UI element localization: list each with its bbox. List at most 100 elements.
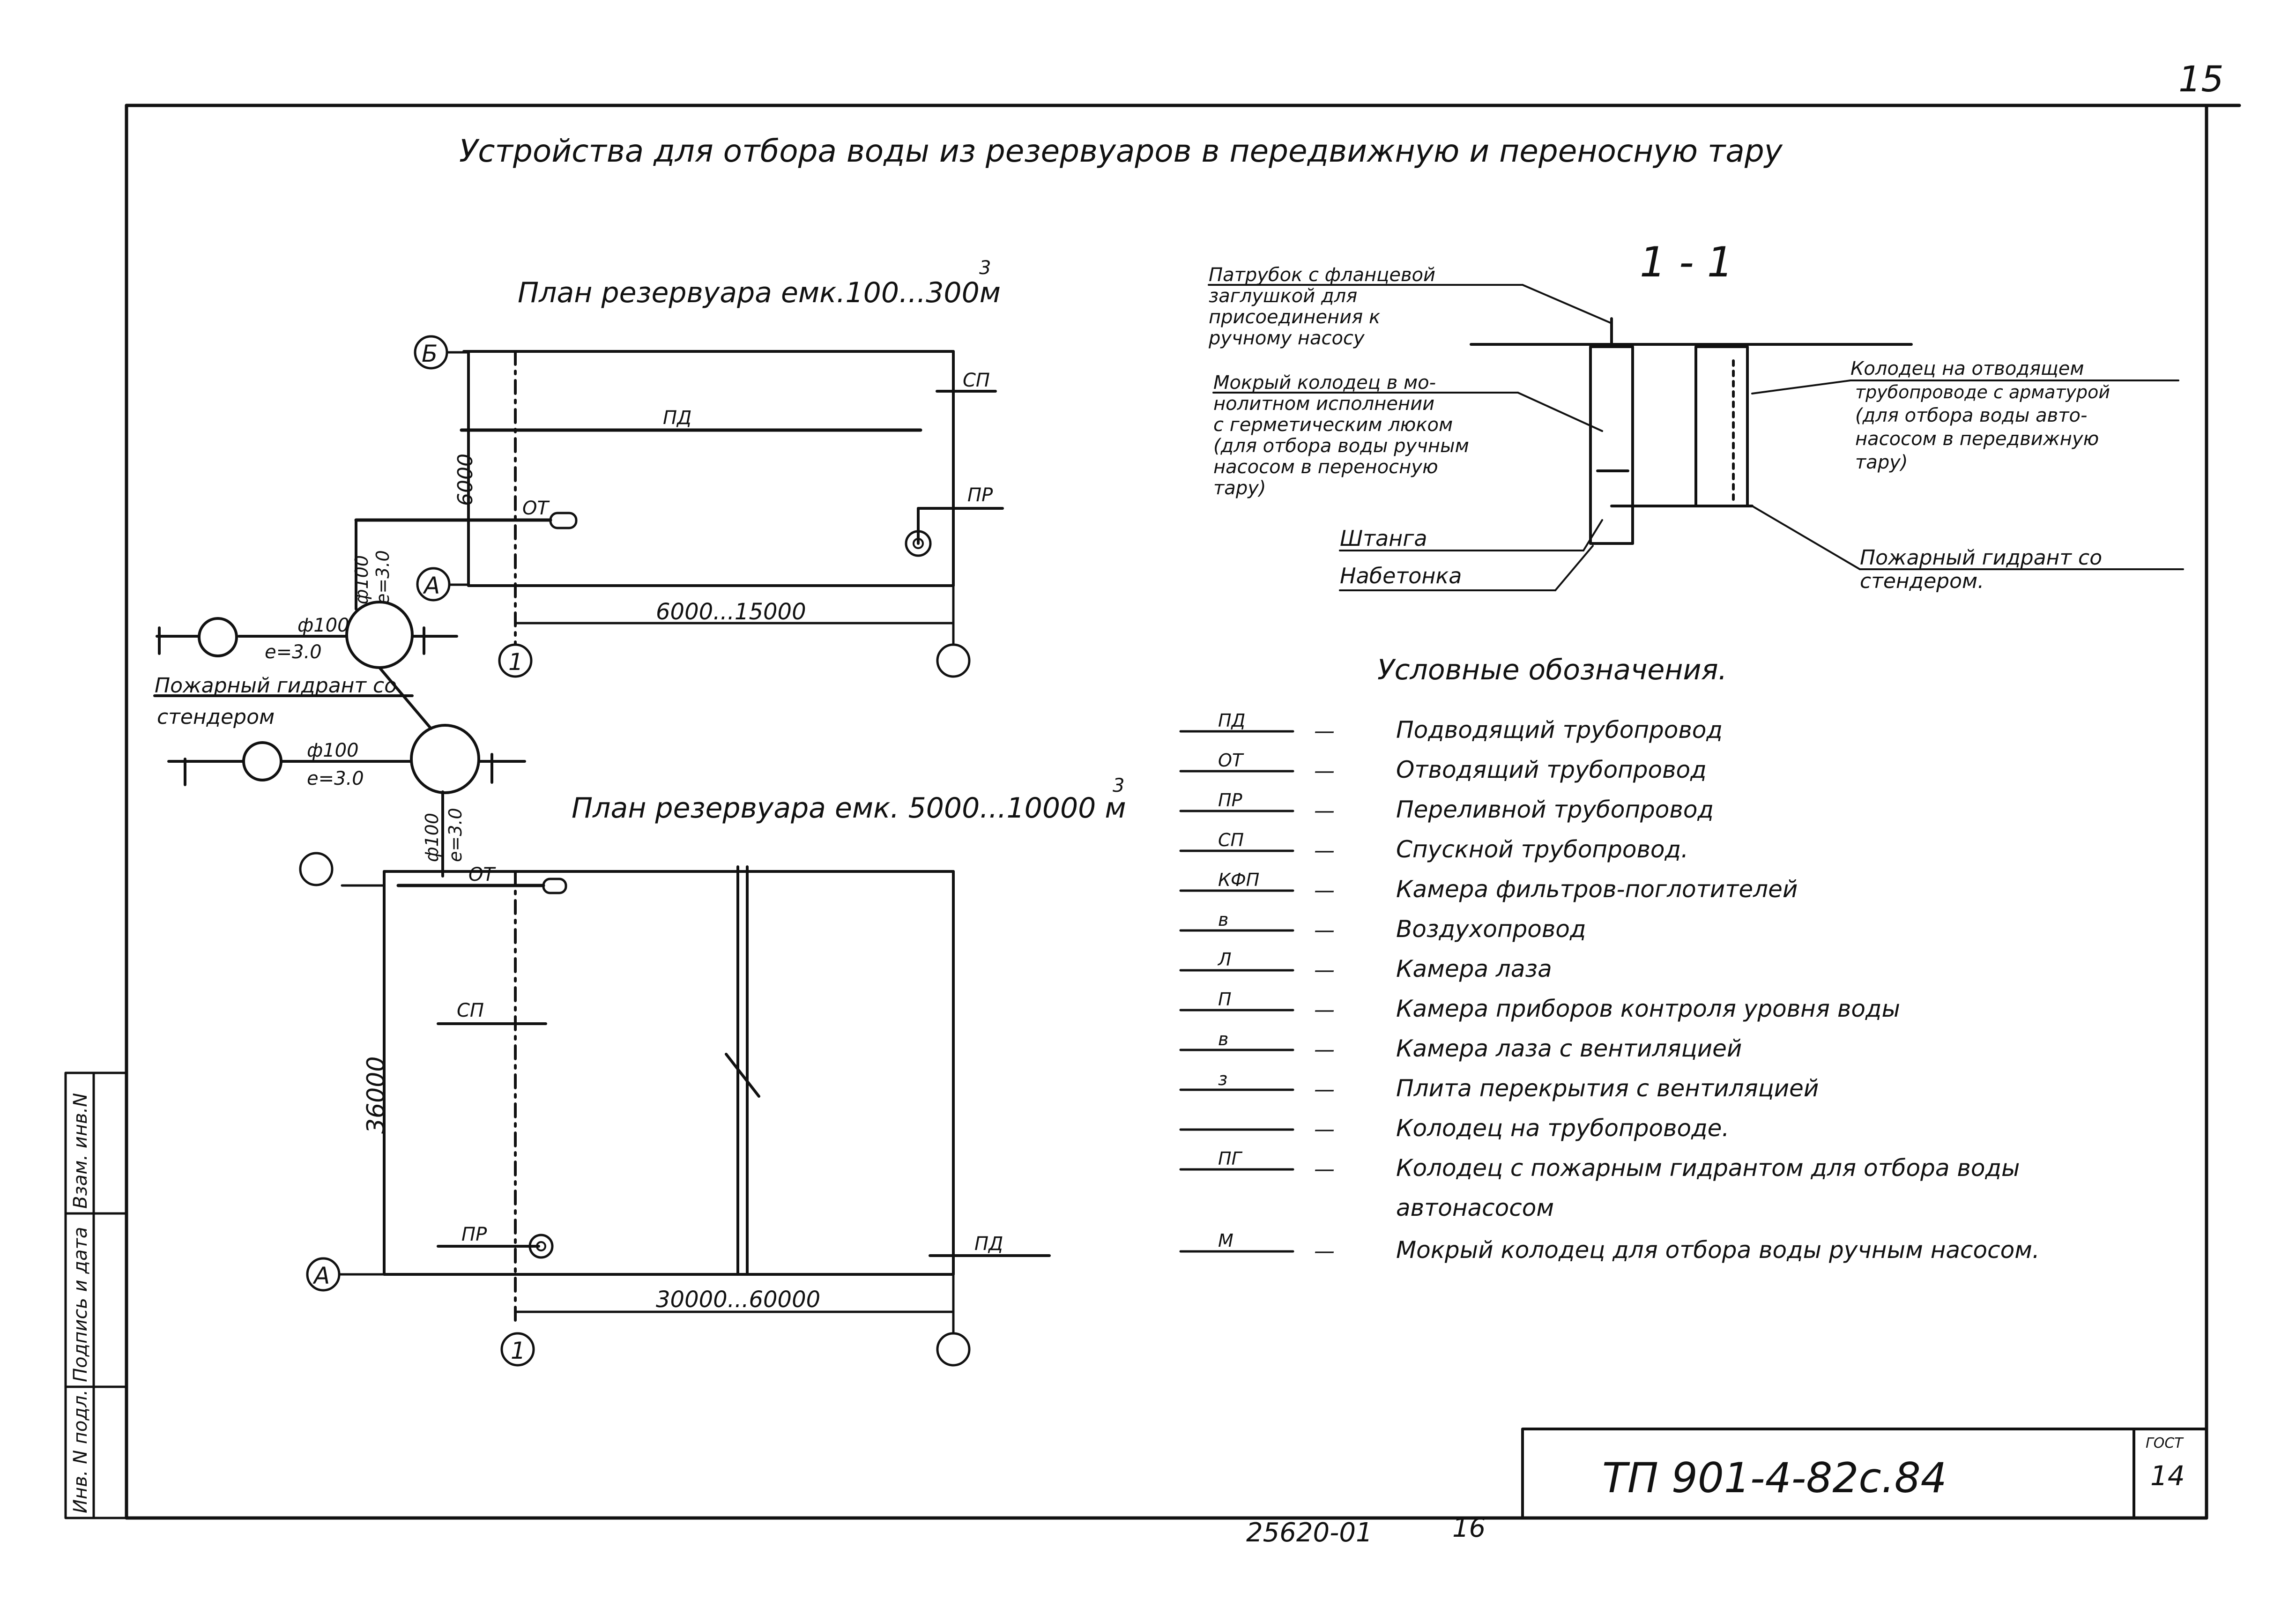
- svg-text:Колодец на отводящем: Колодец на отводящем: [1850, 358, 2084, 379]
- svg-text:е=3.0: е=3.0: [372, 550, 393, 604]
- title-block: ТП 901-4-82с.84 ГОСТ 14: [1521, 1428, 2208, 1519]
- plan1-pipe-pd: ПД: [460, 407, 922, 432]
- hydrant-e2: е=3.0: [307, 768, 364, 789]
- legend-dash: —: [1314, 1038, 1335, 1062]
- svg-text:30000...60000: 30000...60000: [656, 1287, 820, 1313]
- plan1-axis-b: Б: [414, 335, 470, 370]
- svg-text:(для отбора воды авто-: (для отбора воды авто-: [1855, 405, 2087, 426]
- svg-text:ОТ: ОТ: [522, 498, 550, 519]
- legend-symbol: Л: [1217, 949, 1232, 970]
- side-stamp-cell-1: Взам. инв.N: [70, 1093, 91, 1209]
- legend-description: Камера лаза: [1396, 955, 1552, 982]
- plan1-dim-horizontal: 6000...15000: [514, 599, 955, 625]
- legend-dash: —: [1314, 1157, 1335, 1181]
- svg-text:Штанга: Штанга: [1340, 526, 1427, 551]
- hydrant-d2: ф100: [307, 740, 359, 761]
- svg-text:1: 1: [511, 1337, 526, 1364]
- legend-row: Л — Камера лаза: [1179, 949, 1552, 982]
- plan-large-reservoir: План резервуара емк. 5000...10000 м 3 А …: [299, 775, 1126, 1367]
- legend-row: в—Воздухопровод: [1179, 909, 1586, 943]
- legend-dash: —: [1314, 878, 1335, 902]
- svg-text:ПД: ПД: [974, 1233, 1003, 1255]
- section-label-shtanga: Штанга: [1339, 519, 1603, 551]
- legend: Условные обозначения. ПД — Подводящий труб…: [1179, 654, 2040, 1264]
- plan2-pipe-pd: ПД: [929, 1233, 1051, 1257]
- svg-text:Пожарный гидрант со: Пожарный гидрант со: [1860, 546, 2102, 570]
- legend-row: ПР—Переливной трубопровод: [1179, 790, 1714, 823]
- bottom-note-1: 25620-01: [1246, 1518, 1373, 1548]
- legend-description: Колодец на трубопроводе.: [1396, 1115, 1729, 1142]
- bottom-note-2: 16: [1452, 1513, 1486, 1543]
- plan1-pipe-sp: СП: [936, 370, 997, 393]
- plan1-branch-label: ф100 е=3.0: [351, 550, 393, 604]
- svg-text:А: А: [423, 572, 440, 599]
- hydrant-label-1: Пожарный гидрант со: [155, 674, 397, 698]
- legend-symbol: П: [1218, 989, 1232, 1010]
- hydrant-e3: е=3.0: [445, 808, 466, 862]
- svg-text:СП: СП: [963, 370, 990, 391]
- legend-title: Условные обозначения.: [1377, 654, 1727, 686]
- legend-description: Мокрый колодец для отбора воды ручным на…: [1396, 1236, 2040, 1264]
- legend-row: — Колодец на трубопроводе.: [1179, 1115, 1729, 1142]
- hydrant-d3: ф100: [422, 813, 442, 862]
- plan1-axis-a: А: [416, 567, 470, 602]
- legend-symbol: ПГ: [1218, 1148, 1243, 1169]
- svg-text:насосом в переносную: насосом в переносную: [1213, 456, 1438, 478]
- legend-symbol: ПД: [1218, 710, 1245, 731]
- plan2-dim-vertical: 36000: [362, 1056, 390, 1134]
- plan-small-reservoir: План резервуара емк.100...300м 3 Б А 1: [351, 257, 1004, 678]
- section-left-label-1: Патрубок с фланцевой заглушкой для присо…: [1208, 264, 1612, 349]
- svg-text:СП: СП: [457, 1000, 484, 1021]
- plan1-pipe-pr: ПР: [905, 484, 1004, 557]
- legend-description: Плита перекрытия с вентиляцией: [1396, 1075, 1819, 1102]
- svg-text:Мокрый колодец в мо-: Мокрый колодец в мо-: [1213, 372, 1436, 394]
- svg-text:трубопроводе с арматурой: трубопроводе с арматурой: [1855, 382, 2110, 402]
- svg-text:ПД: ПД: [663, 407, 691, 429]
- svg-text:тару): тару): [1855, 452, 1908, 473]
- plan1-pipe-ot: ОТ: [354, 498, 578, 529]
- svg-text:стендером.: стендером.: [1860, 569, 1984, 593]
- legend-dash: —: [1314, 958, 1335, 982]
- plan1-outline: [462, 350, 955, 646]
- legend-dash: —: [1314, 1117, 1335, 1141]
- title-block-code: ТП 901-4-82с.84: [1602, 1454, 1947, 1502]
- legend-dash: —: [1314, 719, 1335, 743]
- legend-symbol: в: [1218, 909, 1228, 930]
- plan2-title: План резервуара емк. 5000...10000 м: [572, 792, 1126, 825]
- section-right-label-1: Колодец на отводящем трубопроводе с арма…: [1751, 358, 2179, 473]
- svg-text:ОТ: ОТ: [468, 864, 496, 885]
- legend-description: Отводящий трубопровод: [1396, 756, 1707, 783]
- legend-row: СП—Спускной трубопровод.: [1179, 830, 1688, 863]
- section-label-nabetonka: Набетонка: [1339, 545, 1594, 591]
- legend-symbol: М: [1218, 1230, 1233, 1251]
- section-1-1: 1 - 1 Патрубок с фланцевой заглушкой для…: [1208, 238, 2184, 593]
- legend-symbol: СП: [1218, 830, 1244, 850]
- legend-description: Камера приборов контроля уровня воды: [1396, 995, 1900, 1022]
- section-left-label-2: Мокрый колодец в мо- нолитном исполнении…: [1212, 372, 1603, 499]
- legend-description: Камера фильтров-поглотителей: [1396, 876, 1798, 903]
- plan1-title: План резервуара емк.100...300м: [518, 276, 1001, 309]
- plan1-axis-1: 1: [498, 643, 533, 678]
- svg-text:ПР: ПР: [967, 484, 993, 506]
- plan2-pipe-sp: СП: [437, 1000, 547, 1025]
- section-title: 1 - 1: [1640, 238, 1733, 286]
- side-stamp-cell-3: Инв. N подл.: [70, 1390, 91, 1513]
- legend-row: з—Плита перекрытия с вентиляцией: [1179, 1069, 1819, 1102]
- svg-text:тару): тару): [1213, 477, 1266, 499]
- svg-text:ПР: ПР: [461, 1224, 487, 1245]
- plan2-pipe-pr: ПР: [437, 1224, 554, 1259]
- legend-row: М—Мокрый колодец для отбора воды ручным …: [1179, 1230, 2040, 1264]
- legend-description: Подводящий трубопровод: [1396, 716, 1723, 744]
- svg-text:с герметическим люком: с герметическим люком: [1213, 414, 1453, 436]
- legend-dash: —: [1314, 759, 1335, 783]
- plan2-axis-a: А: [306, 1257, 386, 1292]
- legend-symbol: з: [1218, 1069, 1227, 1089]
- plan2-axis-2: [936, 1273, 971, 1367]
- svg-text:6000: 6000: [453, 454, 477, 506]
- hydrant-assembly: ф100 е=3.0 Пожарный гидрант со стендером…: [153, 601, 526, 878]
- plan2-outline: [383, 865, 955, 1327]
- legend-row: ОТ—Отводящий трубопровод: [1179, 750, 1707, 783]
- legend-symbol: в: [1218, 1029, 1228, 1049]
